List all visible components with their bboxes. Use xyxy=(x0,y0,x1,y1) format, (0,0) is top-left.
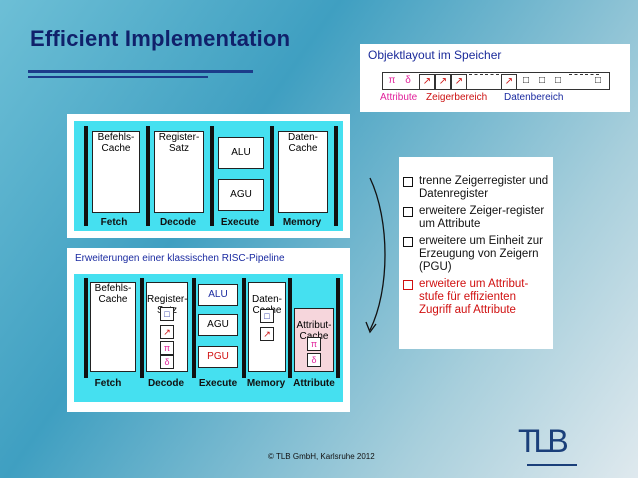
data-cache-box: Daten- Cache xyxy=(278,131,328,213)
stage-label-decode: Decode xyxy=(147,378,185,389)
data-glyph: □ xyxy=(260,309,274,323)
pointer-register-glyph: ↗ xyxy=(160,325,174,339)
pipeline-register-bar xyxy=(334,126,338,226)
extended-pipeline-title: Erweiterungen einer klassischen RISC-Pip… xyxy=(75,253,285,264)
stage-label-execute: Execute xyxy=(198,378,238,389)
list-item-highlight: erweitere um Attribut-stufe für effizien… xyxy=(403,278,551,317)
tlb-logo: TLB xyxy=(518,423,569,459)
agu-box: AGU xyxy=(198,314,238,336)
title-underline xyxy=(28,70,253,73)
data-cell: □ xyxy=(522,75,530,86)
attribute-cache-label: Attribut- Cache xyxy=(296,320,332,342)
extensions-list-panel: trenne Zeigerregister und Datenregister … xyxy=(399,157,553,349)
stage-label-fetch: Fetch xyxy=(94,378,122,389)
gap-cell xyxy=(485,74,499,89)
object-layout-memory-row: π δ ↗ ↗ ↗ ↗ □ □ □ □ xyxy=(382,72,610,90)
pipeline-register-bar xyxy=(336,278,340,378)
footer-copyright: © TLB GmbH, Karlsruhe 2012 xyxy=(268,452,375,461)
data-cell: □ xyxy=(594,75,602,86)
stage-label-fetch: Fetch xyxy=(100,217,128,228)
pointer-cell: ↗ xyxy=(451,74,467,90)
pipeline-register-bar xyxy=(288,278,292,378)
delta-cell: δ xyxy=(405,75,411,86)
label-data-area: Datenbereich xyxy=(503,92,564,103)
pipeline-register-bar xyxy=(242,278,246,378)
stage-label-memory: Memory xyxy=(246,378,286,389)
label-pointer-area: Zeigerbereich xyxy=(426,92,488,103)
object-layout-panel: Objektlayout im Speicher π δ ↗ ↗ ↗ ↗ □ □… xyxy=(360,44,630,112)
gap-cell xyxy=(585,74,599,89)
data-register-glyph: □ xyxy=(160,307,174,321)
object-layout-legend: Attribute Zeigerbereich Datenbereich xyxy=(380,92,563,103)
stage-label-execute: Execute xyxy=(220,217,260,228)
register-file-box: Register- Satz xyxy=(154,131,204,213)
checkbox-bullet-icon xyxy=(403,280,413,290)
data-cell: □ xyxy=(538,75,546,86)
gap-cell xyxy=(569,74,583,89)
stage-label-decode: Decode xyxy=(159,217,197,228)
list-item: erweitere um Einheit zur Erzeugung von Z… xyxy=(403,235,551,274)
object-layout-title: Objektlayout im Speicher xyxy=(368,48,502,62)
alu-box: ALU xyxy=(218,137,264,169)
pipeline-register-bar xyxy=(84,126,88,226)
data-cache-box: Daten- Cache □ ↗ xyxy=(248,282,286,372)
extensions-list: trenne Zeigerregister und Datenregister … xyxy=(403,175,551,321)
list-item: erweitere Zeiger-register um Attribute xyxy=(403,205,551,231)
delta-attribute-glyph: δ xyxy=(160,355,174,369)
pi-attribute-glyph: π xyxy=(307,337,321,351)
pointer-cell: ↗ xyxy=(435,74,451,90)
alu-box: ALU xyxy=(198,284,238,306)
transition-arrow xyxy=(365,177,386,334)
pointer-cell: ↗ xyxy=(419,74,435,90)
classic-pipeline-diagram: Befehls- Cache Register- Satz ALU AGU Da… xyxy=(67,114,350,238)
delta-attribute-glyph: δ xyxy=(307,353,321,367)
pi-attribute-glyph: π xyxy=(160,341,174,355)
checkbox-bullet-icon xyxy=(403,237,413,247)
logo-underline xyxy=(527,464,577,466)
stage-label-attribute: Attribute xyxy=(293,378,335,389)
attribute-cache-box: Attribut- Cache π δ xyxy=(294,308,334,372)
data-cell: □ xyxy=(554,75,562,86)
list-item: trenne Zeigerregister und Datenregister xyxy=(403,175,551,201)
checkbox-bullet-icon xyxy=(403,207,413,217)
label-attribute: Attribute xyxy=(380,92,418,103)
pipeline-register-bar xyxy=(84,278,88,378)
pipeline-register-bar xyxy=(192,278,196,378)
slide-title: Efficient Implementation xyxy=(30,26,291,51)
title-underline-2 xyxy=(28,76,208,78)
extended-pipeline-diagram: Erweiterungen einer klassischen RISC-Pip… xyxy=(67,248,350,412)
stage-label-memory: Memory xyxy=(282,217,322,228)
pipeline-register-bar xyxy=(146,126,150,226)
pipeline-register-bar xyxy=(270,126,274,226)
instruction-cache-box: Befehls- Cache xyxy=(90,282,136,372)
gap-cell xyxy=(469,74,483,89)
pipeline-register-bar xyxy=(210,126,214,226)
pointer-glyph: ↗ xyxy=(260,327,274,341)
pointer-cell: ↗ xyxy=(501,74,517,90)
checkbox-bullet-icon xyxy=(403,177,413,187)
register-file-box: Register- Satz □ ↗ π δ xyxy=(146,282,188,372)
agu-box: AGU xyxy=(218,179,264,211)
pipeline-register-bar xyxy=(140,278,144,378)
pgu-box: PGU xyxy=(198,346,238,368)
instruction-cache-box: Befehls- Cache xyxy=(92,131,140,213)
pi-cell: π xyxy=(388,75,396,86)
